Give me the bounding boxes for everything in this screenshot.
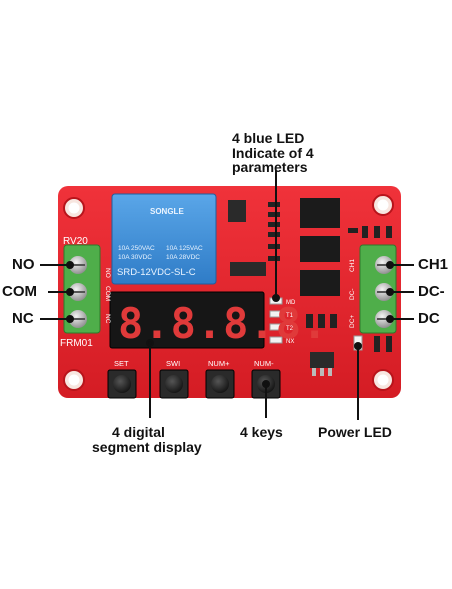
silk-btn-set: SET [114, 359, 129, 368]
silk-led-t2: T2 [286, 326, 294, 332]
silk-led-md: MD [286, 300, 296, 306]
silk-right-dcminus: DC- [349, 288, 356, 300]
relay-rating-l2: 10A 30VDC [118, 254, 152, 261]
callout-no: NO [12, 256, 35, 273]
callout-dc-minus: DC- [418, 283, 445, 300]
relay-rating-l1: 10A 250VAC [118, 245, 155, 252]
silk-led-t1: T1 [286, 313, 294, 319]
silk-btn-swi: SWI [166, 359, 180, 368]
callout-power-led: Power LED [318, 424, 392, 440]
callout-blue-led: 4 blue LED Indicate of 4 parameters [232, 131, 314, 175]
silk-left-nc: NC [104, 314, 111, 324]
callout-com: COM [2, 283, 37, 300]
silk-model-top: RV20 [63, 236, 88, 247]
smd-components [268, 202, 392, 376]
relay-rating-r2: 10A 28VDC [166, 254, 200, 261]
relay: SONGLE 10A 250VAC 10A 30VDC 10A 125VAC 1… [111, 193, 217, 285]
callout-ch1: CH1 [418, 256, 449, 273]
relay-brand: SONGLE [150, 207, 184, 216]
callout-display-line1: 4 digital [112, 424, 165, 440]
callout-nc: NC [12, 310, 34, 327]
silk-led-nx: NX [286, 339, 294, 345]
silk-btn-num-minus: NUM- [254, 359, 274, 368]
silk-model-bottom: FRM01 [60, 338, 93, 349]
relay-model: SRD-12VDC-SL-C [117, 267, 196, 278]
callout-lines [40, 170, 414, 420]
mounting-holes [63, 194, 394, 391]
seven-segment-display: 8.8.8.8. [109, 291, 328, 349]
ic-chips [228, 198, 340, 296]
silk-left-no: NO [104, 268, 111, 278]
silk-right-ch1: CH1 [349, 259, 356, 272]
callout-display: 4 digital segment display [92, 425, 202, 454]
silk-left-com: COM [104, 286, 111, 301]
callout-blue-led-line2: Indicate of 4 [232, 144, 314, 161]
silk-btn-num-plus: NUM+ [208, 359, 230, 368]
relay-rating-r1: 10A 125VAC [166, 245, 203, 252]
callout-dc: DC [418, 310, 440, 327]
push-buttons [107, 369, 281, 399]
callout-blue-led-line1: 4 blue LED [232, 130, 305, 146]
callout-keys: 4 keys [240, 424, 283, 440]
left-terminal-block [63, 244, 101, 334]
silk-right-dcplus: DC+ [349, 315, 356, 328]
callout-display-line2: segment display [92, 438, 202, 455]
callout-blue-led-line3: parameters [232, 159, 308, 176]
display-digits: 8.8.8.8. [118, 299, 328, 348]
